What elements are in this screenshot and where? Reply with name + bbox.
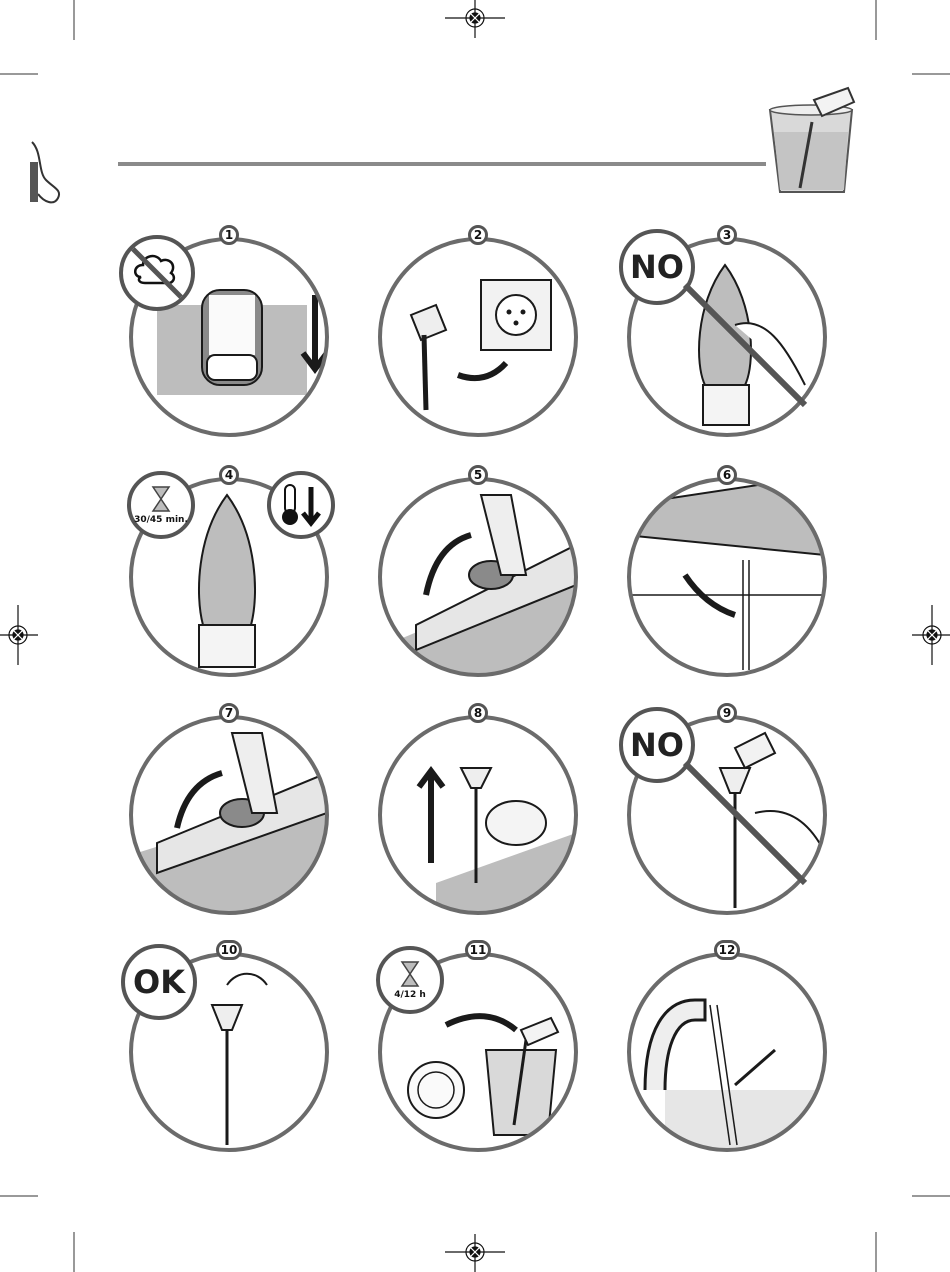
- registration-mark-icon: [445, 1232, 505, 1272]
- step-number: 10: [221, 943, 238, 957]
- step-number-badge: 6: [717, 465, 737, 485]
- badge-label: OK: [133, 963, 185, 1001]
- step-2: [376, 235, 580, 439]
- hourglass-icon: [399, 960, 421, 988]
- step-number-badge: 10: [216, 940, 242, 960]
- step-number-badge: 4: [219, 465, 239, 485]
- timer-badge: 30/45 min.: [127, 471, 195, 539]
- step-number: 7: [225, 706, 233, 720]
- prohibited-slash: [627, 237, 827, 437]
- registration-mark-icon: [445, 0, 505, 40]
- step-number: 11: [470, 943, 487, 957]
- ok-badge: OK: [121, 944, 197, 1020]
- step-number-badge: 7: [219, 703, 239, 723]
- step-number: 5: [474, 468, 482, 482]
- step-number-badge: 11: [465, 940, 491, 960]
- timer-label: 4/12 h: [394, 990, 426, 1000]
- step-8: [376, 713, 580, 917]
- step-number-badge: 5: [468, 465, 488, 485]
- timer-badge: 4/12 h: [376, 946, 444, 1014]
- step-number: 2: [474, 228, 482, 242]
- thermometer-down-icon: [267, 471, 335, 539]
- step-number-badge: 2: [468, 225, 488, 245]
- step-number: 8: [474, 706, 482, 720]
- step-5: [376, 475, 580, 679]
- step-7: [127, 713, 331, 917]
- step-12: [625, 950, 829, 1154]
- prohibited-slash: [627, 715, 827, 915]
- hourglass-icon: [150, 485, 172, 513]
- step-6: [625, 475, 829, 679]
- steam-off-icon: [119, 235, 195, 311]
- edge-fragment: [28, 132, 98, 212]
- step-number-badge: 12: [714, 940, 740, 960]
- step-number-badge: 8: [468, 703, 488, 723]
- step-number: 6: [723, 468, 731, 482]
- step-number: 4: [225, 468, 233, 482]
- header-rule: [118, 162, 766, 166]
- timer-label: 30/45 min.: [134, 515, 188, 525]
- step-number: 12: [719, 943, 736, 957]
- step-number: 1: [225, 228, 233, 242]
- step-number-badge: 1: [219, 225, 239, 245]
- registration-mark-icon: [910, 605, 950, 665]
- glass-with-valve-icon: [762, 82, 862, 202]
- registration-mark-icon: [0, 605, 40, 665]
